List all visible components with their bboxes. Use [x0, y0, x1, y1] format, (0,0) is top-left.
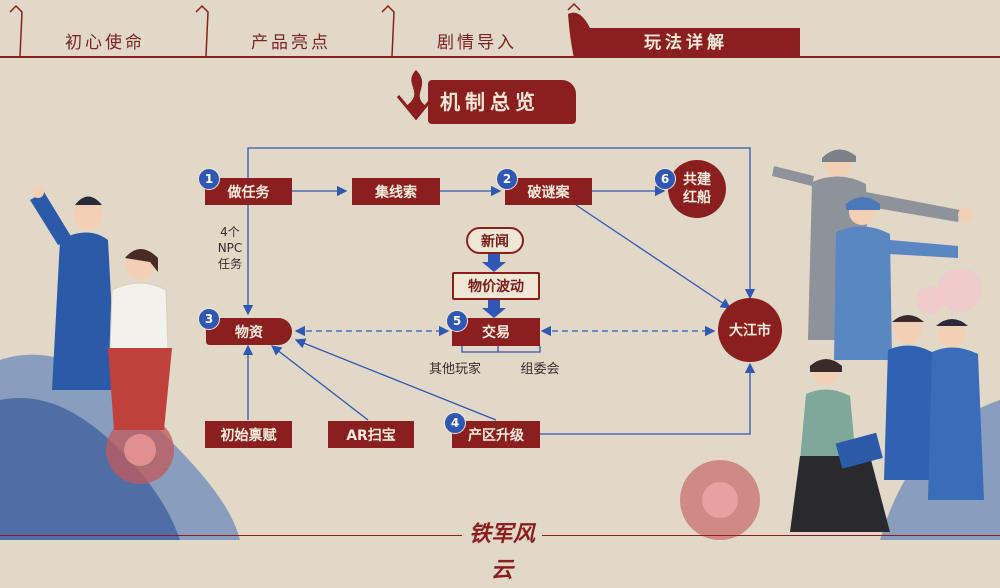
initial-talent-label: 初始禀赋 — [220, 427, 277, 444]
do-task-node: 做任务 — [205, 178, 292, 205]
connector-upgrade-materials — [294, 338, 497, 421]
price-wave-label: 物价波动 — [468, 279, 524, 295]
do-task-label: 做任务 — [227, 184, 270, 201]
materials-label: 物资 — [235, 324, 263, 341]
build-ship-label-line2: 红船 — [683, 190, 711, 206]
tab-story[interactable]: 剧情导入 — [437, 33, 517, 53]
illustration-layer — [0, 149, 1000, 540]
left-woman-figure — [108, 249, 172, 430]
npc-task-label: 4个 NPC 任务 — [212, 224, 248, 272]
solve-case-node: 破谜案 — [505, 178, 592, 205]
news-label: 新闻 — [481, 233, 509, 250]
news-node: 新闻 — [466, 227, 524, 254]
npc-task-line1: 4个 — [220, 225, 240, 239]
tab-highlights[interactable]: 产品亮点 — [251, 33, 331, 53]
connector-top-loop — [247, 147, 756, 300]
solve-case-label: 破谜案 — [527, 184, 570, 201]
quill-separator-icon — [381, 4, 395, 57]
collect-clues-label: 集线索 — [375, 184, 417, 201]
right-peony-flower-center — [702, 482, 738, 518]
connector-ar-materials — [270, 345, 369, 421]
right-soldier-figure — [834, 197, 958, 360]
tab-bar-shapes — [9, 2, 800, 58]
dajiang-city-label: 大江市 — [729, 323, 771, 339]
right-blossom — [938, 268, 982, 312]
price-wave-node: 物价波动 — [452, 272, 540, 300]
zone-upgrade-node: 产区升级 — [452, 421, 540, 448]
left-wave-decoration-2 — [0, 398, 180, 540]
collect-clues-node: 集线索 — [352, 178, 440, 205]
left-peony-flower-center — [124, 434, 156, 466]
step-badge-6: 6 — [654, 168, 676, 190]
tab-mission[interactable]: 初心使命 — [65, 33, 145, 53]
right-blossom-2 — [916, 286, 944, 314]
right-group-figures — [790, 315, 984, 532]
trade-bracket — [461, 346, 541, 353]
active-tab-background — [568, 12, 800, 58]
ar-treasure-node: AR扫宝 — [328, 421, 414, 448]
step-badge-2: 2 — [496, 168, 518, 190]
step-badge-1: 1 — [198, 168, 220, 190]
zone-upgrade-label: 产区升级 — [468, 427, 524, 444]
build-ship-label-line1: 共建 — [683, 172, 711, 188]
quill-separator-icon — [195, 4, 209, 57]
flow-connectors — [242, 147, 756, 435]
committee-label: 组委会 — [520, 362, 560, 377]
step-badge-3: 3 — [198, 308, 220, 330]
tab-gameplay[interactable]: 玩法详解 — [644, 33, 728, 53]
block-arrow-price-trade — [482, 300, 506, 318]
npc-task-line2: NPC — [217, 241, 243, 255]
step-badge-4: 4 — [444, 412, 466, 434]
connector-upgrade-city — [540, 362, 756, 435]
npc-task-line3: 任务 — [217, 257, 242, 271]
section-title: 机制总览 — [428, 80, 576, 124]
top-tab-bar: 初心使命 产品亮点 剧情导入 玩法详解 — [0, 0, 1000, 60]
quill-separator-icon — [9, 4, 23, 57]
connector-case-city — [575, 204, 732, 309]
build-ship-node: 共建 红船 — [668, 160, 726, 218]
other-players-label: 其他玩家 — [428, 362, 481, 377]
tab-underline — [0, 56, 1000, 58]
left-man-figure — [30, 186, 116, 390]
ar-treasure-label: AR扫宝 — [346, 427, 396, 444]
game-logo: 铁军风云 — [462, 516, 542, 583]
materials-node: 物资 — [206, 318, 292, 345]
block-arrow-news-price — [482, 254, 506, 272]
step-badge-5: 5 — [446, 310, 468, 332]
initial-talent-node: 初始禀赋 — [205, 421, 292, 448]
trade-label: 交易 — [482, 325, 510, 341]
dajiang-city-node: 大江市 — [718, 298, 782, 362]
